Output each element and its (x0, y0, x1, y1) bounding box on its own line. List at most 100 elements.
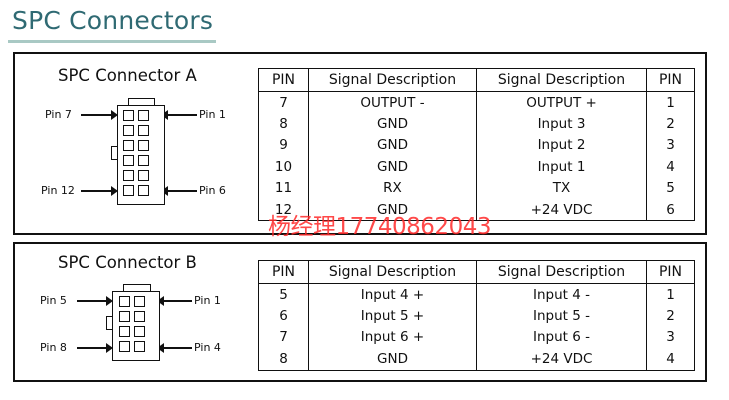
table-cell: Input 1 (476, 156, 647, 178)
connector-a-panel: SPC Connector A Pin 7 Pin 1 Pin 12 Pin 6… (13, 52, 707, 235)
column-header: PIN (258, 260, 309, 284)
table-cell: +24 VDC (476, 198, 647, 221)
table-cell: 4 (646, 156, 695, 178)
table-cell: 1 (646, 283, 695, 306)
table-cell: 7 (258, 91, 309, 114)
column-header: PIN (646, 260, 695, 284)
connector-a-pin-cell (123, 185, 134, 196)
table-cell: 8 (258, 113, 309, 135)
connector-a-pin-cell (123, 110, 134, 121)
table-cell: 7 (258, 326, 309, 349)
connector-a-signal-table: PIN Signal Description Signal Descriptio… (258, 68, 695, 222)
table-row: 8 GND Input 3 2 (258, 113, 695, 135)
column-header: PIN (646, 68, 695, 92)
table-cell: 4 (646, 348, 695, 371)
connector-b-side-key (106, 316, 113, 330)
table-cell: Input 3 (476, 113, 647, 135)
connector-a-pin-cell (138, 125, 149, 136)
table-cell: Input 5 - (476, 305, 647, 327)
table-cell: Input 6 + (308, 326, 477, 349)
table-cell: OUTPUT - (308, 91, 477, 114)
connector-a-pin-cell (138, 185, 149, 196)
connector-b-pin-cell (119, 311, 130, 322)
connector-a-pin-cell (138, 170, 149, 181)
table-header-row: PIN Signal Description Signal Descriptio… (258, 260, 695, 284)
table-cell: GND (308, 113, 477, 135)
table-cell: 10 (258, 156, 309, 178)
table-row: 7 OUTPUT - OUTPUT + 1 (258, 91, 695, 114)
table-cell: 2 (646, 305, 695, 327)
connector-b-pin-cell (134, 341, 145, 352)
table-cell: 9 (258, 134, 309, 157)
arrow-right-icon (81, 186, 118, 196)
table-cell: 2 (646, 113, 695, 135)
connector-b-pin-cell (119, 296, 130, 307)
title-underline (8, 40, 216, 43)
connector-b-pin-bottom-left-label: Pin 8 (40, 341, 67, 354)
table-cell: RX (308, 177, 477, 199)
table-cell: 3 (646, 134, 695, 157)
table-row: 8 GND +24 VDC 4 (258, 348, 695, 371)
connector-b-panel: SPC Connector B Pin 5 Pin 1 Pin 8 Pin 4 … (13, 242, 707, 382)
connector-a-pin-cell (138, 155, 149, 166)
table-cell: 8 (258, 348, 309, 371)
table-cell: +24 VDC (476, 348, 647, 371)
table-cell: 1 (646, 91, 695, 114)
arrow-left-icon (157, 343, 192, 353)
table-row: 9 GND Input 2 3 (258, 134, 695, 157)
connector-a-pin-cell (123, 140, 134, 151)
table-cell: GND (308, 134, 477, 157)
connector-b-pin-bottom-right-label: Pin 4 (194, 341, 221, 354)
arrow-right-icon (77, 296, 113, 306)
table-row: 12 GND +24 VDC 6 (258, 198, 695, 221)
table-cell: Input 4 + (308, 283, 477, 306)
table-header-row: PIN Signal Description Signal Descriptio… (258, 68, 695, 92)
connector-b-pin-top-left-label: Pin 5 (40, 294, 67, 307)
table-cell: 5 (258, 283, 309, 306)
connector-b-pin-cell (134, 311, 145, 322)
column-header: Signal Description (308, 260, 477, 284)
table-cell: 11 (258, 177, 309, 199)
connector-a-pin-top-right-label: Pin 1 (199, 108, 226, 121)
connector-b-pin-cell (119, 341, 130, 352)
connector-b-title: SPC Connector B (58, 253, 197, 272)
table-cell: 6 (646, 198, 695, 221)
connector-a-pin-cell (138, 110, 149, 121)
connector-b-pin-cell (119, 326, 130, 337)
connector-a-pin-cell (123, 155, 134, 166)
table-cell: GND (308, 198, 477, 221)
connector-a-pin-cell (123, 125, 134, 136)
connector-a-pin-bottom-right-label: Pin 6 (199, 184, 226, 197)
connector-b-signal-table: PIN Signal Description Signal Descriptio… (258, 260, 695, 371)
table-cell: Input 6 - (476, 326, 647, 349)
arrow-left-icon (157, 296, 192, 306)
connector-a-side-key (111, 146, 118, 160)
table-row: 5 Input 4 + Input 4 - 1 (258, 283, 695, 306)
connector-a-pin-cell (123, 170, 134, 181)
arrow-right-icon (77, 343, 113, 353)
connector-b-pin-cell (134, 296, 145, 307)
table-cell: TX (476, 177, 647, 199)
table-cell: OUTPUT + (476, 91, 647, 114)
column-header: PIN (258, 68, 309, 92)
table-row: 11 RX TX 5 (258, 177, 695, 199)
arrow-left-icon (161, 110, 197, 120)
table-cell: Input 4 - (476, 283, 647, 306)
table-row: 7 Input 6 + Input 6 - 3 (258, 326, 695, 349)
arrow-left-icon (161, 186, 197, 196)
contact-watermark: 杨经理17740862043 (268, 214, 491, 240)
table-cell: 5 (646, 177, 695, 199)
page-title: SPC Connectors (12, 6, 214, 35)
table-cell: GND (308, 156, 477, 178)
table-row: 6 Input 5 + Input 5 - 2 (258, 305, 695, 327)
connector-a-pin-bottom-left-label: Pin 12 (41, 184, 75, 197)
table-cell: 3 (646, 326, 695, 349)
connector-b-pin-top-right-label: Pin 1 (194, 294, 221, 307)
connector-a-pin-top-left-label: Pin 7 (45, 108, 72, 121)
arrow-right-icon (81, 110, 118, 120)
connector-b-pin-cell (134, 326, 145, 337)
table-cell: 6 (258, 305, 309, 327)
column-header: Signal Description (476, 68, 647, 92)
table-cell: Input 5 + (308, 305, 477, 327)
table-cell: Input 2 (476, 134, 647, 157)
